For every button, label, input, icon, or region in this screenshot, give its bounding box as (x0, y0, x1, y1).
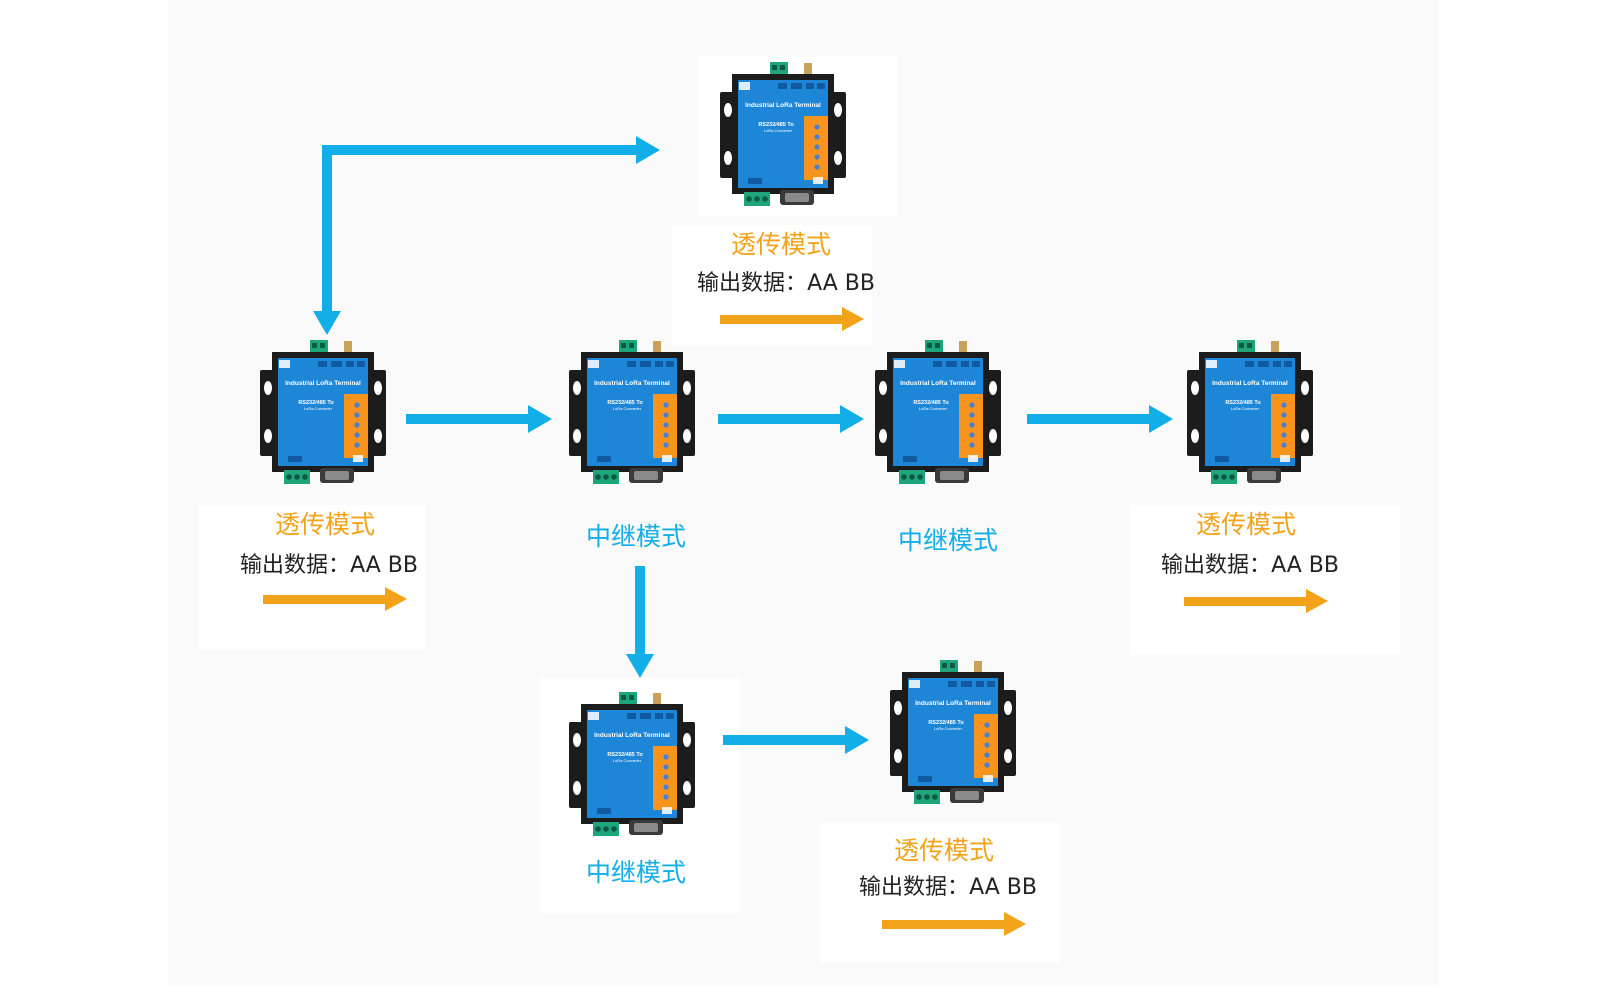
device-model-text: RS232/485 To (607, 752, 643, 758)
device-title-text: Industrial LoRa Terminal (1212, 380, 1288, 387)
node-mode-label: 透传模式 (274, 510, 376, 539)
device-model-text: RS232/485 To (1225, 400, 1261, 406)
antenna-connector (653, 693, 661, 706)
antenna-connector (804, 63, 812, 76)
device-model-subtext: LoRa Converter (613, 406, 642, 411)
device-model-subtext: LoRa Converter (919, 406, 948, 411)
node-mode-label: 透传模式 (730, 230, 832, 259)
node-panel (198, 505, 426, 650)
device-title-text: Industrial LoRa Terminal (594, 380, 670, 387)
link-line (313, 147, 341, 335)
node-mode-label: 透传模式 (893, 836, 995, 865)
mounting-bracket-right (1297, 370, 1313, 456)
lora-terminal-device: Industrial LoRa Terminal RS232/485 To Lo… (567, 340, 697, 490)
mounting-bracket-left (1187, 370, 1203, 456)
device-model-subtext: LoRa Converter (764, 128, 793, 133)
device-model-text: RS232/485 To (758, 122, 794, 128)
node-panel (1130, 505, 1400, 655)
output-arrow (263, 587, 407, 611)
mounting-bracket-left (890, 690, 906, 776)
output-value: AA BB (969, 875, 1037, 900)
lora-terminal-device: Industrial LoRa Terminal RS232/485 To Lo… (258, 340, 388, 490)
device-model-text: RS232/485 To (298, 400, 334, 406)
mounting-bracket-right (985, 370, 1001, 456)
lora-terminal-device: Industrial LoRa Terminal RS232/485 To Lo… (888, 660, 1018, 810)
device-model-text: RS232/485 To (607, 400, 643, 406)
output-label: 输出数据： (1161, 553, 1272, 578)
lora-terminal-device: Industrial LoRa Terminal RS232/485 To Lo… (567, 692, 697, 842)
mounting-bracket-left (569, 370, 585, 456)
node-output-text: 输出数据：AA BB (859, 874, 1037, 902)
device-model-subtext: LoRa Converter (1231, 406, 1260, 411)
node-panel (672, 225, 872, 345)
lora-terminal-device: Industrial LoRa Terminal RS232/485 To Lo… (873, 340, 1003, 490)
antenna-connector (653, 341, 661, 354)
lora-terminal-device: Industrial LoRa Terminal RS232/485 To Lo… (1185, 340, 1315, 490)
node-mode-label: 中继模式 (585, 858, 687, 887)
device-title-text: Industrial LoRa Terminal (915, 700, 991, 707)
output-arrow (882, 912, 1026, 936)
mounting-bracket-right (1000, 690, 1016, 776)
device-model-text: RS232/485 To (928, 720, 964, 726)
device-model-text: RS232/485 To (913, 400, 949, 406)
node-output-text: 输出数据：AA BB (240, 552, 418, 580)
device-model-subtext: LoRa Converter (613, 758, 642, 763)
device-title-text: Industrial LoRa Terminal (900, 380, 976, 387)
node-mode-label: 中继模式 (897, 526, 999, 555)
lora-terminal-device: Industrial LoRa Terminal RS232/485 To Lo… (718, 62, 848, 212)
output-label: 输出数据： (697, 271, 808, 296)
mounting-bracket-right (679, 722, 695, 808)
node-output-text: 输出数据：AA BB (1161, 552, 1339, 580)
mounting-bracket-right (679, 370, 695, 456)
mounting-bracket-left (720, 92, 736, 178)
output-value: AA BB (1271, 553, 1339, 578)
antenna-connector (974, 661, 982, 674)
node-mode-label: 透传模式 (1195, 510, 1297, 539)
output-label: 输出数据： (240, 553, 351, 578)
node-mode-label: 中继模式 (585, 522, 687, 551)
antenna-connector (959, 341, 967, 354)
output-label: 输出数据： (859, 875, 970, 900)
mounting-bracket-left (875, 370, 891, 456)
node-panel (820, 823, 1060, 963)
device-title-text: Industrial LoRa Terminal (594, 732, 670, 739)
link-arrow (626, 566, 654, 678)
antenna-connector (344, 341, 352, 354)
output-value: AA BB (350, 553, 418, 578)
link-arrow (1027, 405, 1173, 433)
output-value: AA BB (807, 271, 875, 296)
device-model-subtext: LoRa Converter (934, 726, 963, 731)
output-arrow (1184, 589, 1328, 613)
link-arrow (322, 136, 660, 164)
device-model-subtext: LoRa Converter (304, 406, 333, 411)
device-title-text: Industrial LoRa Terminal (745, 102, 821, 109)
mounting-bracket-right (370, 370, 386, 456)
antenna-connector (1271, 341, 1279, 354)
link-arrow (723, 726, 869, 754)
mounting-bracket-right (830, 92, 846, 178)
mounting-bracket-left (260, 370, 276, 456)
link-arrow (718, 405, 864, 433)
mounting-bracket-left (569, 722, 585, 808)
output-arrow (720, 307, 864, 331)
node-output-text: 输出数据：AA BB (697, 270, 875, 298)
link-arrow (406, 405, 552, 433)
device-title-text: Industrial LoRa Terminal (285, 380, 361, 387)
